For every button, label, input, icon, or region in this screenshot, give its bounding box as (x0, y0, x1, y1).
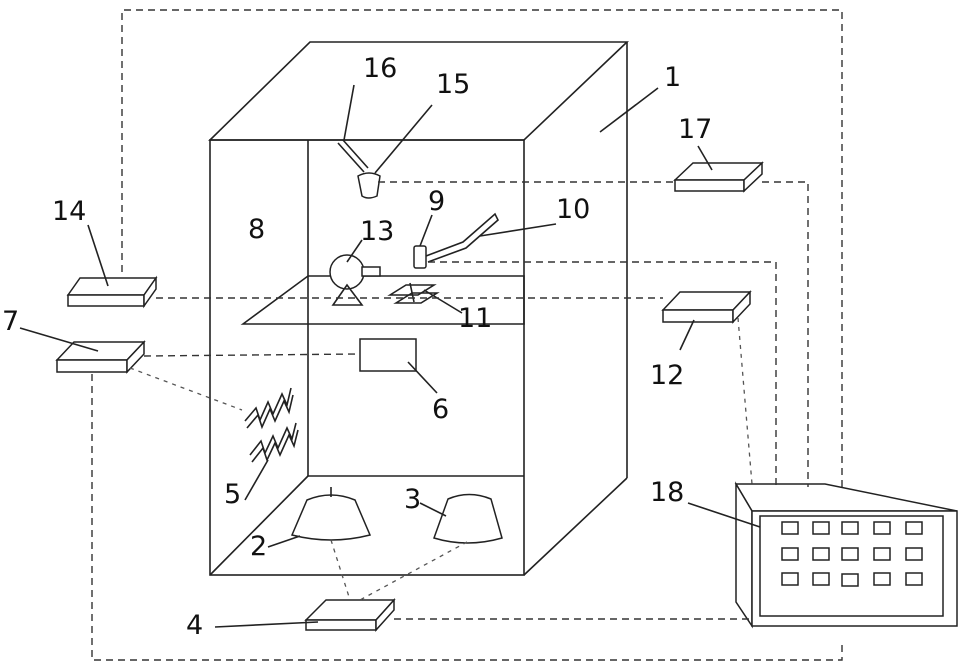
label-6: 6 (432, 394, 449, 425)
label-5: 5 (224, 479, 241, 510)
box-7 (20, 328, 144, 372)
box-14 (68, 225, 156, 306)
fan-13 (330, 240, 380, 305)
label-16: 16 (363, 53, 397, 84)
label-13: 13 (360, 216, 394, 247)
label-3: 3 (404, 484, 421, 515)
label-9: 9 (428, 186, 445, 217)
cup-15 (358, 173, 380, 198)
box-6 (360, 339, 437, 393)
control-box-18 (688, 484, 957, 626)
label-8: 8 (248, 214, 265, 245)
label-14: 14 (52, 196, 86, 227)
label-17: 17 (678, 114, 712, 145)
box-4 (215, 600, 394, 630)
label-1: 1 (664, 62, 681, 93)
label-12: 12 (650, 360, 684, 391)
label-4: 4 (186, 610, 203, 641)
box-12 (663, 292, 750, 350)
lamp-3 (420, 495, 502, 544)
label-7: 7 (2, 306, 19, 337)
label-2: 2 (250, 531, 267, 562)
outer-dashed-loop (92, 10, 842, 660)
box-17 (675, 146, 762, 191)
nozzle-9 (414, 246, 426, 268)
label-10: 10 (556, 194, 590, 225)
lamp-2 (268, 487, 370, 547)
label-15: 15 (436, 69, 470, 100)
label-11: 11 (458, 303, 492, 334)
rod-16 (338, 140, 368, 172)
pipe-10 (426, 214, 498, 262)
heater-5 (245, 388, 298, 500)
label-18: 18 (650, 477, 684, 508)
